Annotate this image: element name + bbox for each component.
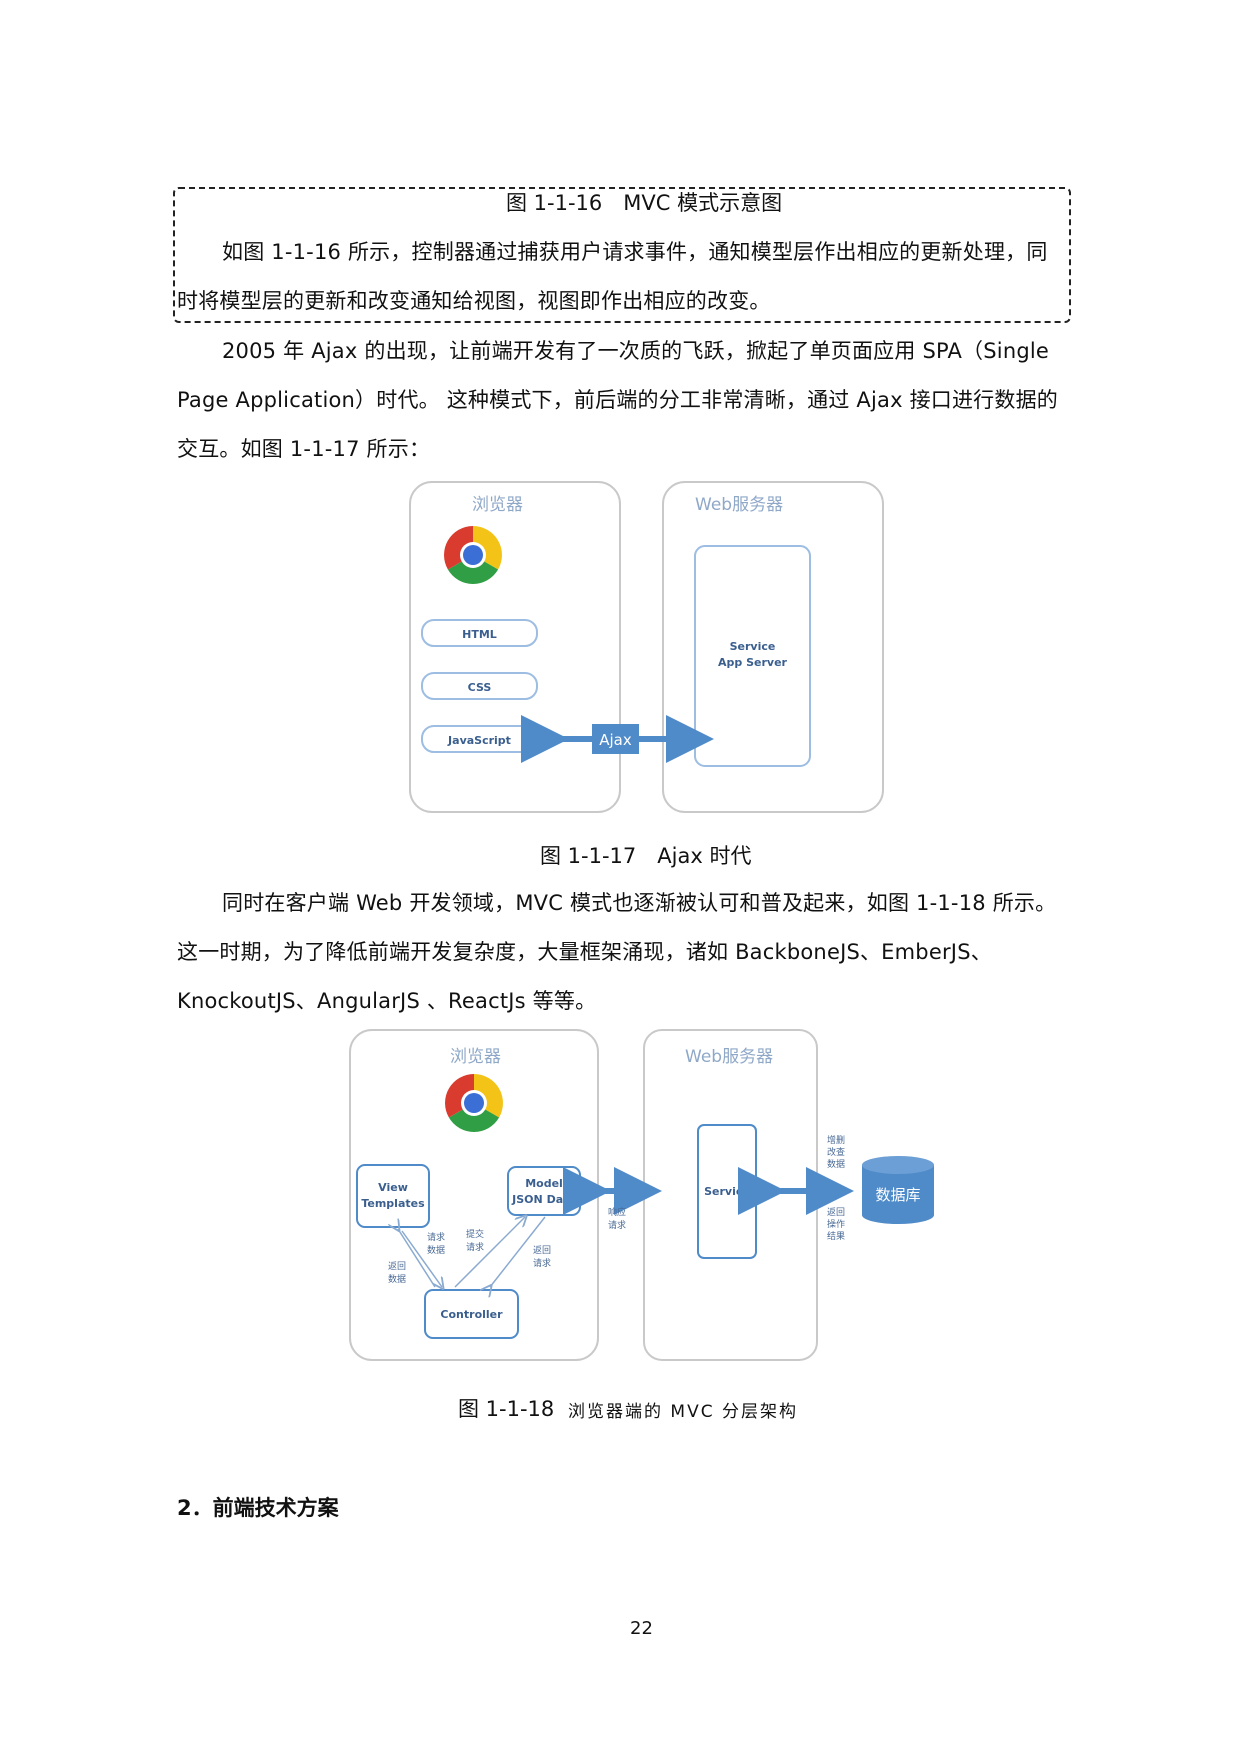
- text-line: 交互。如图 1-1-17 所示：: [177, 437, 431, 461]
- return-data-arrow: [398, 1229, 436, 1288]
- section-heading: 2．前端技术方案: [177, 1496, 339, 1520]
- crud-text-3: 数据: [827, 1158, 845, 1170]
- app-server-label: App Server: [718, 656, 788, 669]
- return-request-arrow: [490, 1216, 546, 1287]
- text-line: 这一时期，为了降低前端开发复杂度，大量框架涌现，诸如 BackboneJS、Em…: [177, 940, 992, 964]
- req-data-text-1: 请求: [427, 1231, 445, 1243]
- json-data-label: JSON Data: [511, 1193, 576, 1206]
- css-label: CSS: [468, 681, 492, 694]
- figure-caption-1-1-18-text: 浏览器端的 MVC 分层架构: [568, 1402, 798, 1422]
- return-data-text-1: 返回: [388, 1260, 406, 1272]
- browser-panel: [409, 481, 621, 813]
- server-title: Web服务器: [695, 495, 783, 515]
- figure-ajax-era: 浏览器 Web服务器 HTML CSS JavaScript Service A…: [409, 481, 884, 813]
- server-panel: [662, 481, 884, 813]
- database-cylinder-icon: [862, 1156, 934, 1224]
- dashed-text-box: [173, 187, 1071, 323]
- figure-caption-1-1-18-number: 图 1-1-18: [458, 1397, 555, 1421]
- crud-text-2: 改查: [827, 1146, 845, 1158]
- server-title: Web服务器: [685, 1047, 773, 1067]
- service-label: Service: [704, 1185, 750, 1198]
- text-line: Page Application）时代。 这种模式下，前后端的分工非常清晰，通过…: [177, 388, 1058, 412]
- css-box: [421, 672, 538, 700]
- chrome-logo-icon: [444, 526, 502, 584]
- javascript-label: JavaScript: [447, 734, 511, 747]
- controller-box: [424, 1289, 519, 1339]
- text-line: 同时在客户端 Web 开发领域，MVC 模式也逐渐被认可和普及起来，如图 1-1…: [222, 891, 1057, 915]
- submit-text-1: 提交: [466, 1228, 484, 1240]
- submit-text-2: 请求: [466, 1241, 484, 1253]
- return-req-text-1: 返回: [533, 1244, 551, 1256]
- req-data-text-2: 数据: [427, 1244, 445, 1256]
- submit-request-arrow: [454, 1217, 525, 1288]
- result-text-2: 操作: [827, 1218, 845, 1230]
- service-label: Service: [730, 640, 776, 653]
- result-text-3: 结果: [827, 1230, 845, 1242]
- ajax-label: Ajax: [599, 731, 632, 749]
- return-req-text-2: 请求: [533, 1257, 551, 1269]
- return-data-text-2: 数据: [388, 1273, 406, 1285]
- html-label: HTML: [462, 628, 497, 641]
- model-label: Model: [525, 1177, 563, 1190]
- text-line: 2005 年 Ajax 的出现，让前端开发有了一次质的飞跃，掀起了单页面应用 S…: [222, 339, 1050, 363]
- html-box: [421, 619, 538, 647]
- view-label: View: [378, 1181, 408, 1194]
- chrome-logo-icon: [445, 1074, 503, 1132]
- ajax-badge: [592, 724, 639, 754]
- model-box: [507, 1166, 581, 1216]
- figure-caption-1-1-17: 图 1-1-17 Ajax 时代: [540, 844, 752, 868]
- text-line: 时将模型层的更新和改变通知给视图，视图即作出相应的改变。: [177, 289, 771, 313]
- browser-title: 浏览器: [450, 1047, 501, 1067]
- page-number: 22: [630, 1618, 653, 1639]
- respond-text-2: 请求: [608, 1219, 626, 1231]
- text-line: 如图 1-1-16 所示，控制器通过捕获用户请求事件，通知模型层作出相应的更新处…: [222, 240, 1048, 264]
- service-box: [694, 545, 811, 767]
- figure-browser-mvc: 浏览器 Web服务器 View Templates Model JSON Dat…: [349, 1029, 934, 1361]
- figure-caption-1-1-16: 图 1-1-16 MVC 模式示意图: [506, 191, 783, 215]
- text-line: KnockoutJS、AngularJS 、ReactJs 等等。: [177, 989, 597, 1013]
- view-templates-box: [356, 1164, 430, 1228]
- templates-label: Templates: [361, 1197, 425, 1210]
- controller-label: Controller: [440, 1308, 503, 1321]
- crud-text-1: 增删: [827, 1134, 845, 1146]
- respond-text-1: 响应: [608, 1206, 626, 1218]
- request-data-arrow: [401, 1230, 442, 1287]
- result-text-1: 返回: [827, 1206, 845, 1218]
- database-label: 数据库: [875, 1186, 920, 1204]
- browser-title: 浏览器: [472, 495, 523, 515]
